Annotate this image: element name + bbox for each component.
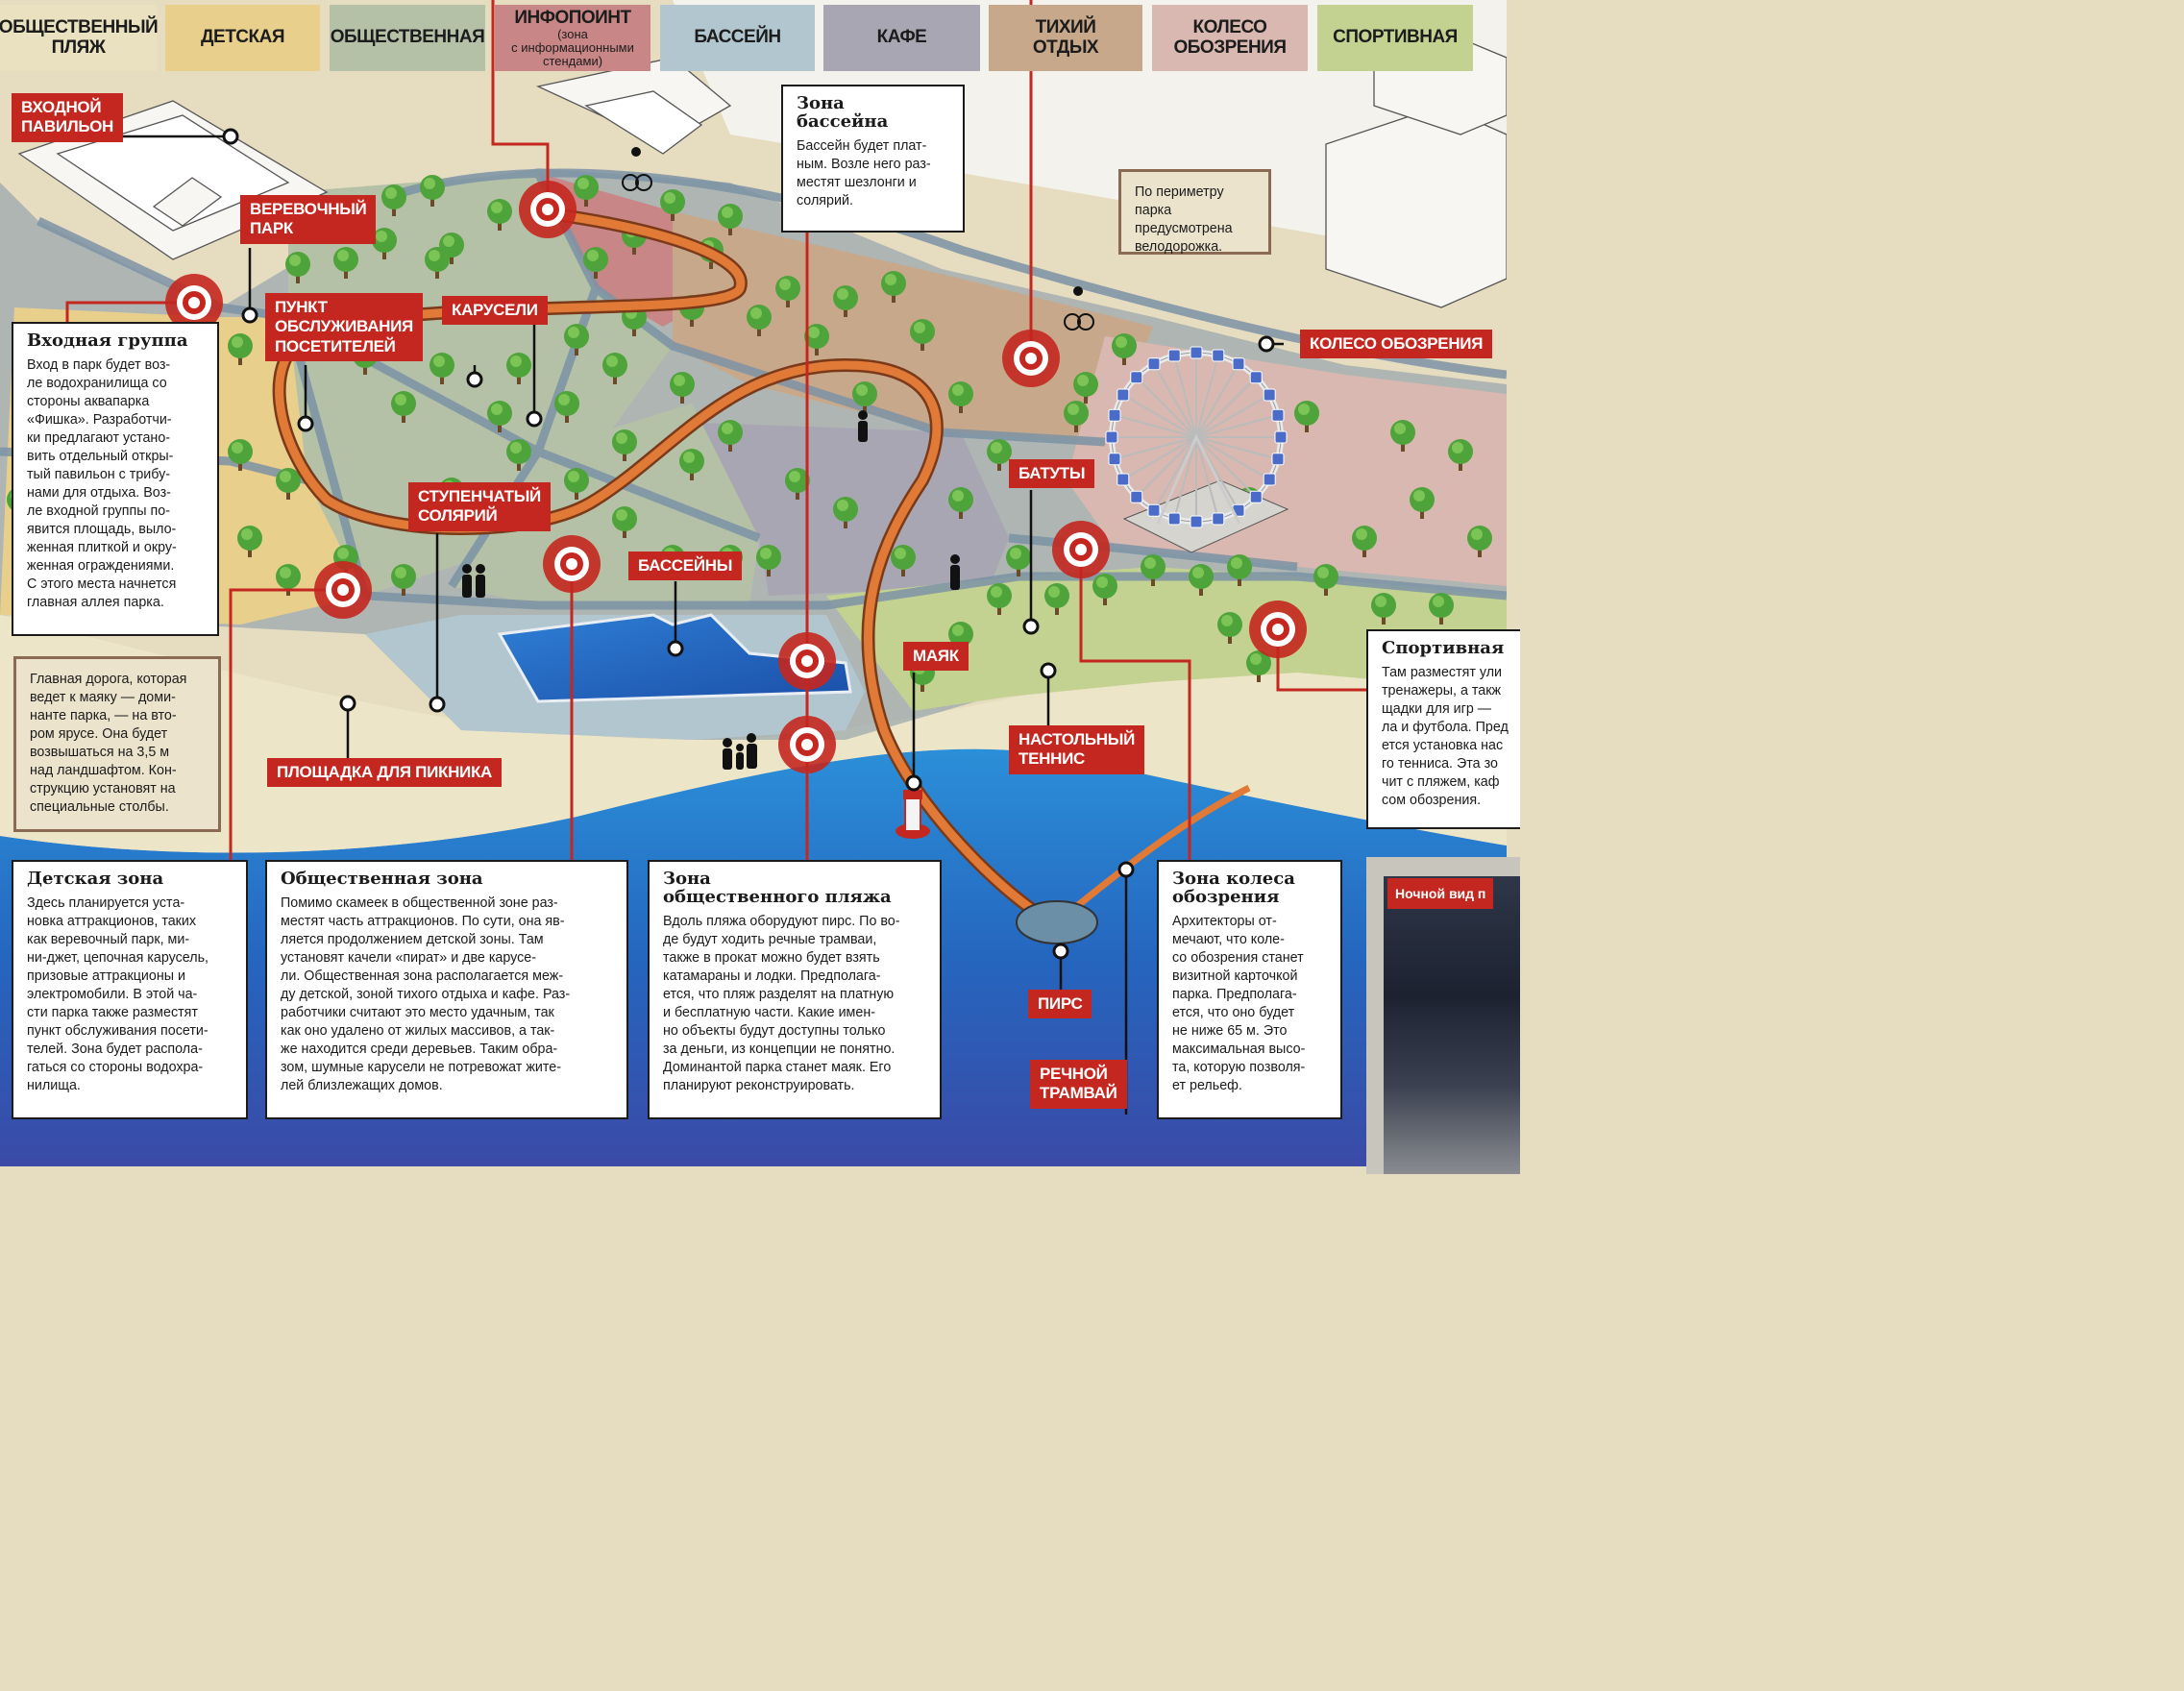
legend-label: ИНФОПОИНТ xyxy=(514,7,631,28)
legend-item-1: ДЕТСКАЯ xyxy=(165,5,320,71)
label-stepped-solarium: СТУПЕНЧАТЫЙ СОЛЯРИЙ xyxy=(408,482,551,531)
residential-buildings xyxy=(535,37,1507,308)
note-main-road: Главная дорога, которая ведет к маяку — … xyxy=(13,656,221,832)
legend-label: ТИХИЙ ОТДЫХ xyxy=(1032,16,1099,58)
legend-item-4: БАССЕЙН xyxy=(660,5,815,71)
leader-lines-black xyxy=(121,135,1284,1115)
legend-label: ОБЩЕСТВЕННАЯ xyxy=(330,27,485,48)
box-pool-title: Зона бассейна xyxy=(797,93,889,132)
box-public-text: Помимо скамеек в общественной зоне раз- … xyxy=(281,895,571,1093)
box-entrance-text: Вход в парк будет воз- ле водохранилища … xyxy=(27,356,177,610)
night-view-panel: Ночной вид п xyxy=(1366,857,1520,1174)
box-sport-title: Спортивная xyxy=(1382,638,1505,658)
box-children-title: Детская зона xyxy=(27,869,164,889)
legend-item-2: ОБЩЕСТВЕННАЯ xyxy=(330,5,485,71)
ferris-wheel xyxy=(1105,346,1289,553)
box-children-text: Здесь планируется уста- новка аттракцион… xyxy=(27,895,209,1093)
legend-item-6: ТИХИЙ ОТДЫХ xyxy=(989,5,1142,71)
box-entrance-group: Входная группа Вход в парк будет воз- ле… xyxy=(12,322,219,636)
box-ferris-title: Зона колеса обозрения xyxy=(1172,869,1295,907)
legend-sub: (зона с информационными стендами) xyxy=(511,27,634,68)
legend-item-0: ОБЩЕСТВЕННЫЙ ПЛЯЖ xyxy=(0,5,159,71)
label-table-tennis: НАСТОЛЬНЫЙ ТЕННИС xyxy=(1009,725,1145,774)
legend-item-3: ИНФОПОИНТ(зона с информационными стендам… xyxy=(495,5,650,71)
label-pools: БАССЕЙНЫ xyxy=(628,551,743,581)
label-carousels: КАРУСЕЛИ xyxy=(442,296,548,326)
elevated-path xyxy=(275,208,1058,927)
pool-water xyxy=(497,613,852,703)
legend-label: ОБЩЕСТВЕННЫЙ ПЛЯЖ xyxy=(0,16,159,58)
leader-lines-red xyxy=(65,0,1366,860)
zone-markers xyxy=(165,181,1307,773)
legend-item-8: СПОРТИВНАЯ xyxy=(1317,5,1473,71)
label-rope-park: ВЕРЕВОЧНЫЙ ПАРК xyxy=(240,195,377,244)
label-lighthouse: МАЯК xyxy=(903,642,969,672)
label-ferris-wheel: КОЛЕСО ОБОЗРЕНИЯ xyxy=(1300,330,1493,359)
box-children-zone: Детская зона Здесь планируется уста- нов… xyxy=(12,860,248,1119)
note-bike-path: По периметру парка предусмотрена велодор… xyxy=(1118,169,1271,255)
box-pool-zone: Зона бассейна Бассейн будет плат- ным. В… xyxy=(781,85,965,233)
box-beach-title: Зона общественного пляжа xyxy=(663,869,892,907)
box-entrance-title: Входная группа xyxy=(27,331,188,351)
label-picnic-area: ПЛОЩАДКА ДЛЯ ПИКНИКА xyxy=(267,758,503,788)
legend-label: КОЛЕСО ОБОЗРЕНИЯ xyxy=(1173,16,1288,58)
legend-label: ДЕТСКАЯ xyxy=(200,27,285,48)
box-ferris-zone: Зона колеса обозрения Архитекторы от- ме… xyxy=(1157,860,1342,1119)
box-beach-zone: Зона общественного пляжа Вдоль пляжа обо… xyxy=(648,860,942,1119)
legend-label: СПОРТИВНАЯ xyxy=(1333,27,1458,48)
legend-label: КАФЕ xyxy=(876,27,927,48)
box-ferris-text: Архитекторы от- мечают, что коле- со обо… xyxy=(1172,913,1306,1093)
night-view-label: Ночной вид п xyxy=(1387,878,1494,909)
legend-item-5: КАФЕ xyxy=(823,5,980,71)
box-sport-text: Там разместят ули тренажеры, а такж щадк… xyxy=(1382,664,1509,808)
box-public-zone: Общественная зона Помимо скамеек в общес… xyxy=(265,860,628,1119)
label-pier: ПИРС xyxy=(1028,990,1092,1019)
box-public-title: Общественная зона xyxy=(281,869,483,889)
box-beach-text: Вдоль пляжа оборудуют пирс. По во- де бу… xyxy=(663,913,900,1093)
box-pool-text: Бассейн будет плат- ным. Возле него раз-… xyxy=(797,137,931,208)
pier-platform xyxy=(1016,900,1098,944)
box-sport-zone: Спортивная Там разместят ули тренажеры, … xyxy=(1366,629,1520,829)
label-trampolines: БАТУТЫ xyxy=(1009,459,1095,489)
lighthouse xyxy=(896,790,930,839)
night-view-image xyxy=(1384,876,1520,1174)
callout-points xyxy=(222,128,1275,960)
people-silhouettes xyxy=(462,147,1094,770)
legend-label: БАССЕЙН xyxy=(694,27,781,48)
label-river-tram: РЕЧНОЙ ТРАМВАЙ xyxy=(1030,1060,1127,1109)
label-visitor-service: ПУНКТ ОБСЛУЖИВАНИЯ ПОСЕТИТЕЛЕЙ xyxy=(265,293,423,362)
beach-zone xyxy=(0,615,1507,853)
legend-item-7: КОЛЕСО ОБОЗРЕНИЯ xyxy=(1152,5,1308,71)
label-entrance-pavilion: ВХОДНОЙ ПАВИЛЬОН xyxy=(12,93,124,142)
